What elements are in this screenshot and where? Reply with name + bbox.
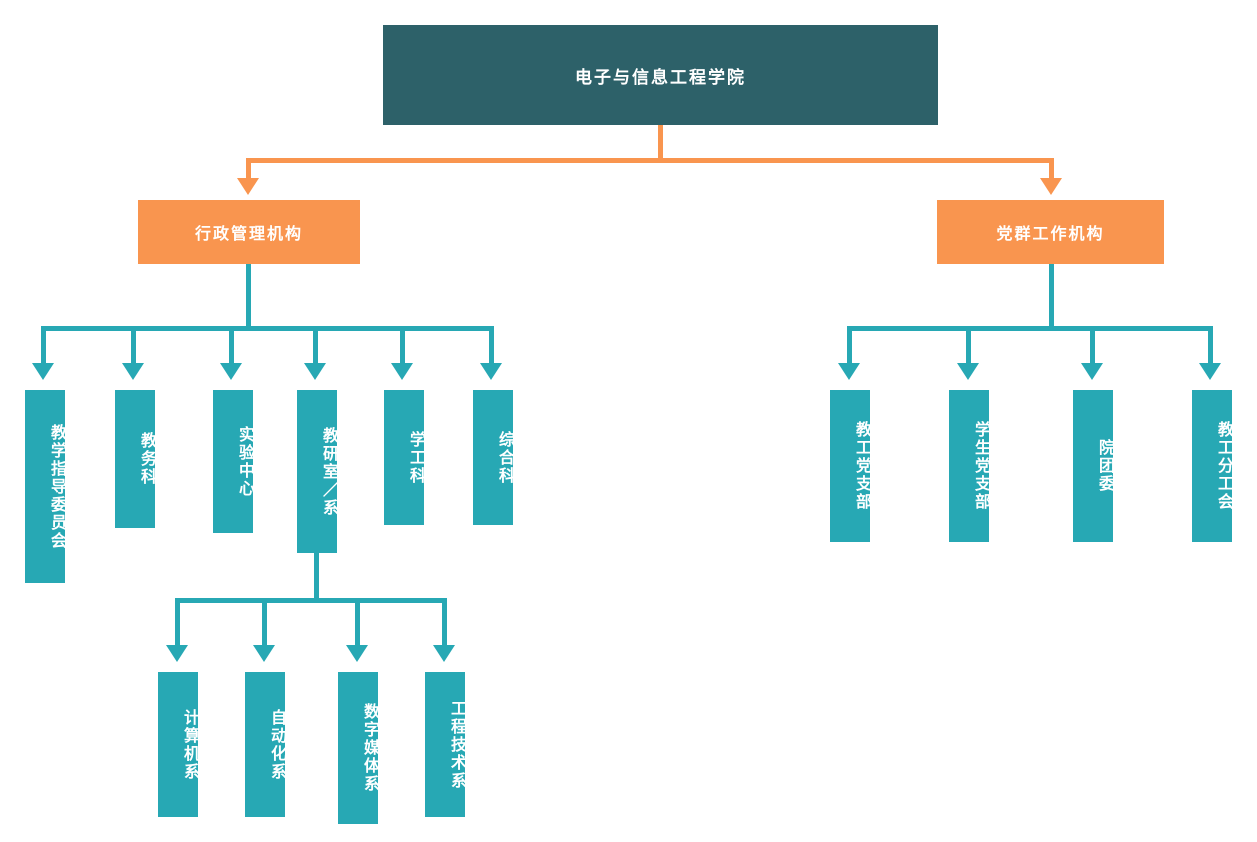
node-academic-affairs-section[interactable]: 教务科	[115, 390, 155, 528]
arrow-down-icon-admin-2	[122, 363, 144, 380]
connector-party-stem	[1049, 264, 1054, 330]
connector-dept-bus	[175, 598, 447, 603]
arrow-down-icon-dept-4	[433, 645, 455, 662]
node-student-affairs-section[interactable]: 学工科	[384, 390, 424, 525]
connector-admin-drop-6	[489, 326, 494, 365]
connector-dept-drop-1	[175, 598, 180, 647]
arrow-down-icon-party-1	[838, 363, 860, 380]
connector-root-stem	[658, 125, 663, 163]
connector-dept-stem	[314, 553, 319, 601]
arrow-down-icon-dept-3	[346, 645, 368, 662]
connector-admin-drop-4	[313, 326, 318, 365]
node-faculty-party-branch[interactable]: 教工党支部	[830, 390, 870, 542]
arrow-down-icon-party-3	[1081, 363, 1103, 380]
connector-admin-drop-2	[131, 326, 136, 365]
connector-dept-drop-3	[355, 598, 360, 647]
node-branch-party-group[interactable]: 党群工作机构	[937, 200, 1164, 264]
arrow-down-icon-root-right	[1040, 178, 1062, 195]
connector-root-right-drop	[1049, 158, 1054, 180]
node-student-party-branch[interactable]: 学生党支部	[949, 390, 989, 542]
node-college-youth-league-committee[interactable]: 院团委	[1073, 390, 1113, 542]
arrow-down-icon-party-4	[1199, 363, 1221, 380]
arrow-down-icon-party-2	[957, 363, 979, 380]
arrow-down-icon-admin-4	[304, 363, 326, 380]
connector-party-drop-3	[1090, 326, 1095, 365]
arrow-down-icon-admin-5	[391, 363, 413, 380]
connector-dept-drop-2	[262, 598, 267, 647]
arrow-down-icon-dept-1	[166, 645, 188, 662]
node-digital-media-department[interactable]: 数字媒体系	[338, 672, 378, 824]
node-computer-science-department[interactable]: 计算机系	[158, 672, 198, 817]
node-general-affairs-section[interactable]: 综合科	[473, 390, 513, 525]
arrow-down-icon-admin-6	[480, 363, 502, 380]
connector-party-drop-2	[966, 326, 971, 365]
connector-admin-drop-3	[229, 326, 234, 365]
node-automation-department[interactable]: 自动化系	[245, 672, 285, 817]
node-branch-administration[interactable]: 行政管理机构	[138, 200, 360, 264]
connector-party-drop-1	[847, 326, 852, 365]
arrow-down-icon-root-left	[237, 178, 259, 195]
connector-party-bus	[847, 326, 1213, 331]
node-teaching-research-office-department[interactable]: 教研室／系	[297, 390, 337, 553]
arrow-down-icon-dept-2	[253, 645, 275, 662]
node-root-college[interactable]: 电子与信息工程学院	[383, 25, 938, 125]
connector-admin-drop-1	[41, 326, 46, 365]
node-faculty-labor-union[interactable]: 教工分工会	[1192, 390, 1232, 542]
arrow-down-icon-admin-1	[32, 363, 54, 380]
connector-dept-drop-4	[442, 598, 447, 647]
arrow-down-icon-admin-3	[220, 363, 242, 380]
connector-admin-stem	[246, 264, 251, 330]
node-experiment-center[interactable]: 实验中心	[213, 390, 253, 533]
connector-root-left-drop	[246, 158, 251, 180]
connector-admin-drop-5	[400, 326, 405, 365]
connector-party-drop-4	[1208, 326, 1213, 365]
connector-admin-bus	[41, 326, 494, 331]
node-teaching-guidance-committee[interactable]: 教学指导委员会	[25, 390, 65, 583]
node-engineering-technology-department[interactable]: 工程技术系	[425, 672, 465, 817]
connector-root-bus	[246, 158, 1054, 163]
